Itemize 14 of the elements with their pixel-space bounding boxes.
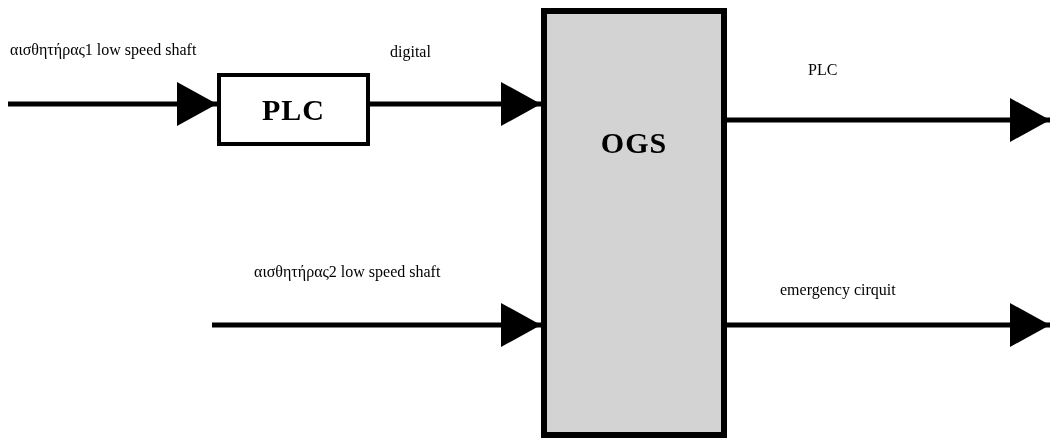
arrow bbox=[727, 303, 1050, 347]
block-label: OGS bbox=[600, 126, 668, 160]
arrow bbox=[727, 98, 1050, 142]
edge-label: emergency cirquit bbox=[780, 280, 897, 300]
arrow bbox=[212, 303, 541, 347]
block-label: PLC bbox=[262, 92, 325, 127]
edge-label: αισθητήρας2 low speed shaft bbox=[254, 262, 442, 282]
block-box bbox=[217, 73, 370, 146]
arrow bbox=[370, 82, 541, 126]
block-box bbox=[541, 8, 727, 438]
edge-label: digital bbox=[390, 42, 432, 62]
edge-label: PLC bbox=[808, 60, 839, 80]
edge-label: αισθητήρας1 low speed shaft bbox=[10, 40, 198, 60]
arrow bbox=[8, 82, 217, 126]
